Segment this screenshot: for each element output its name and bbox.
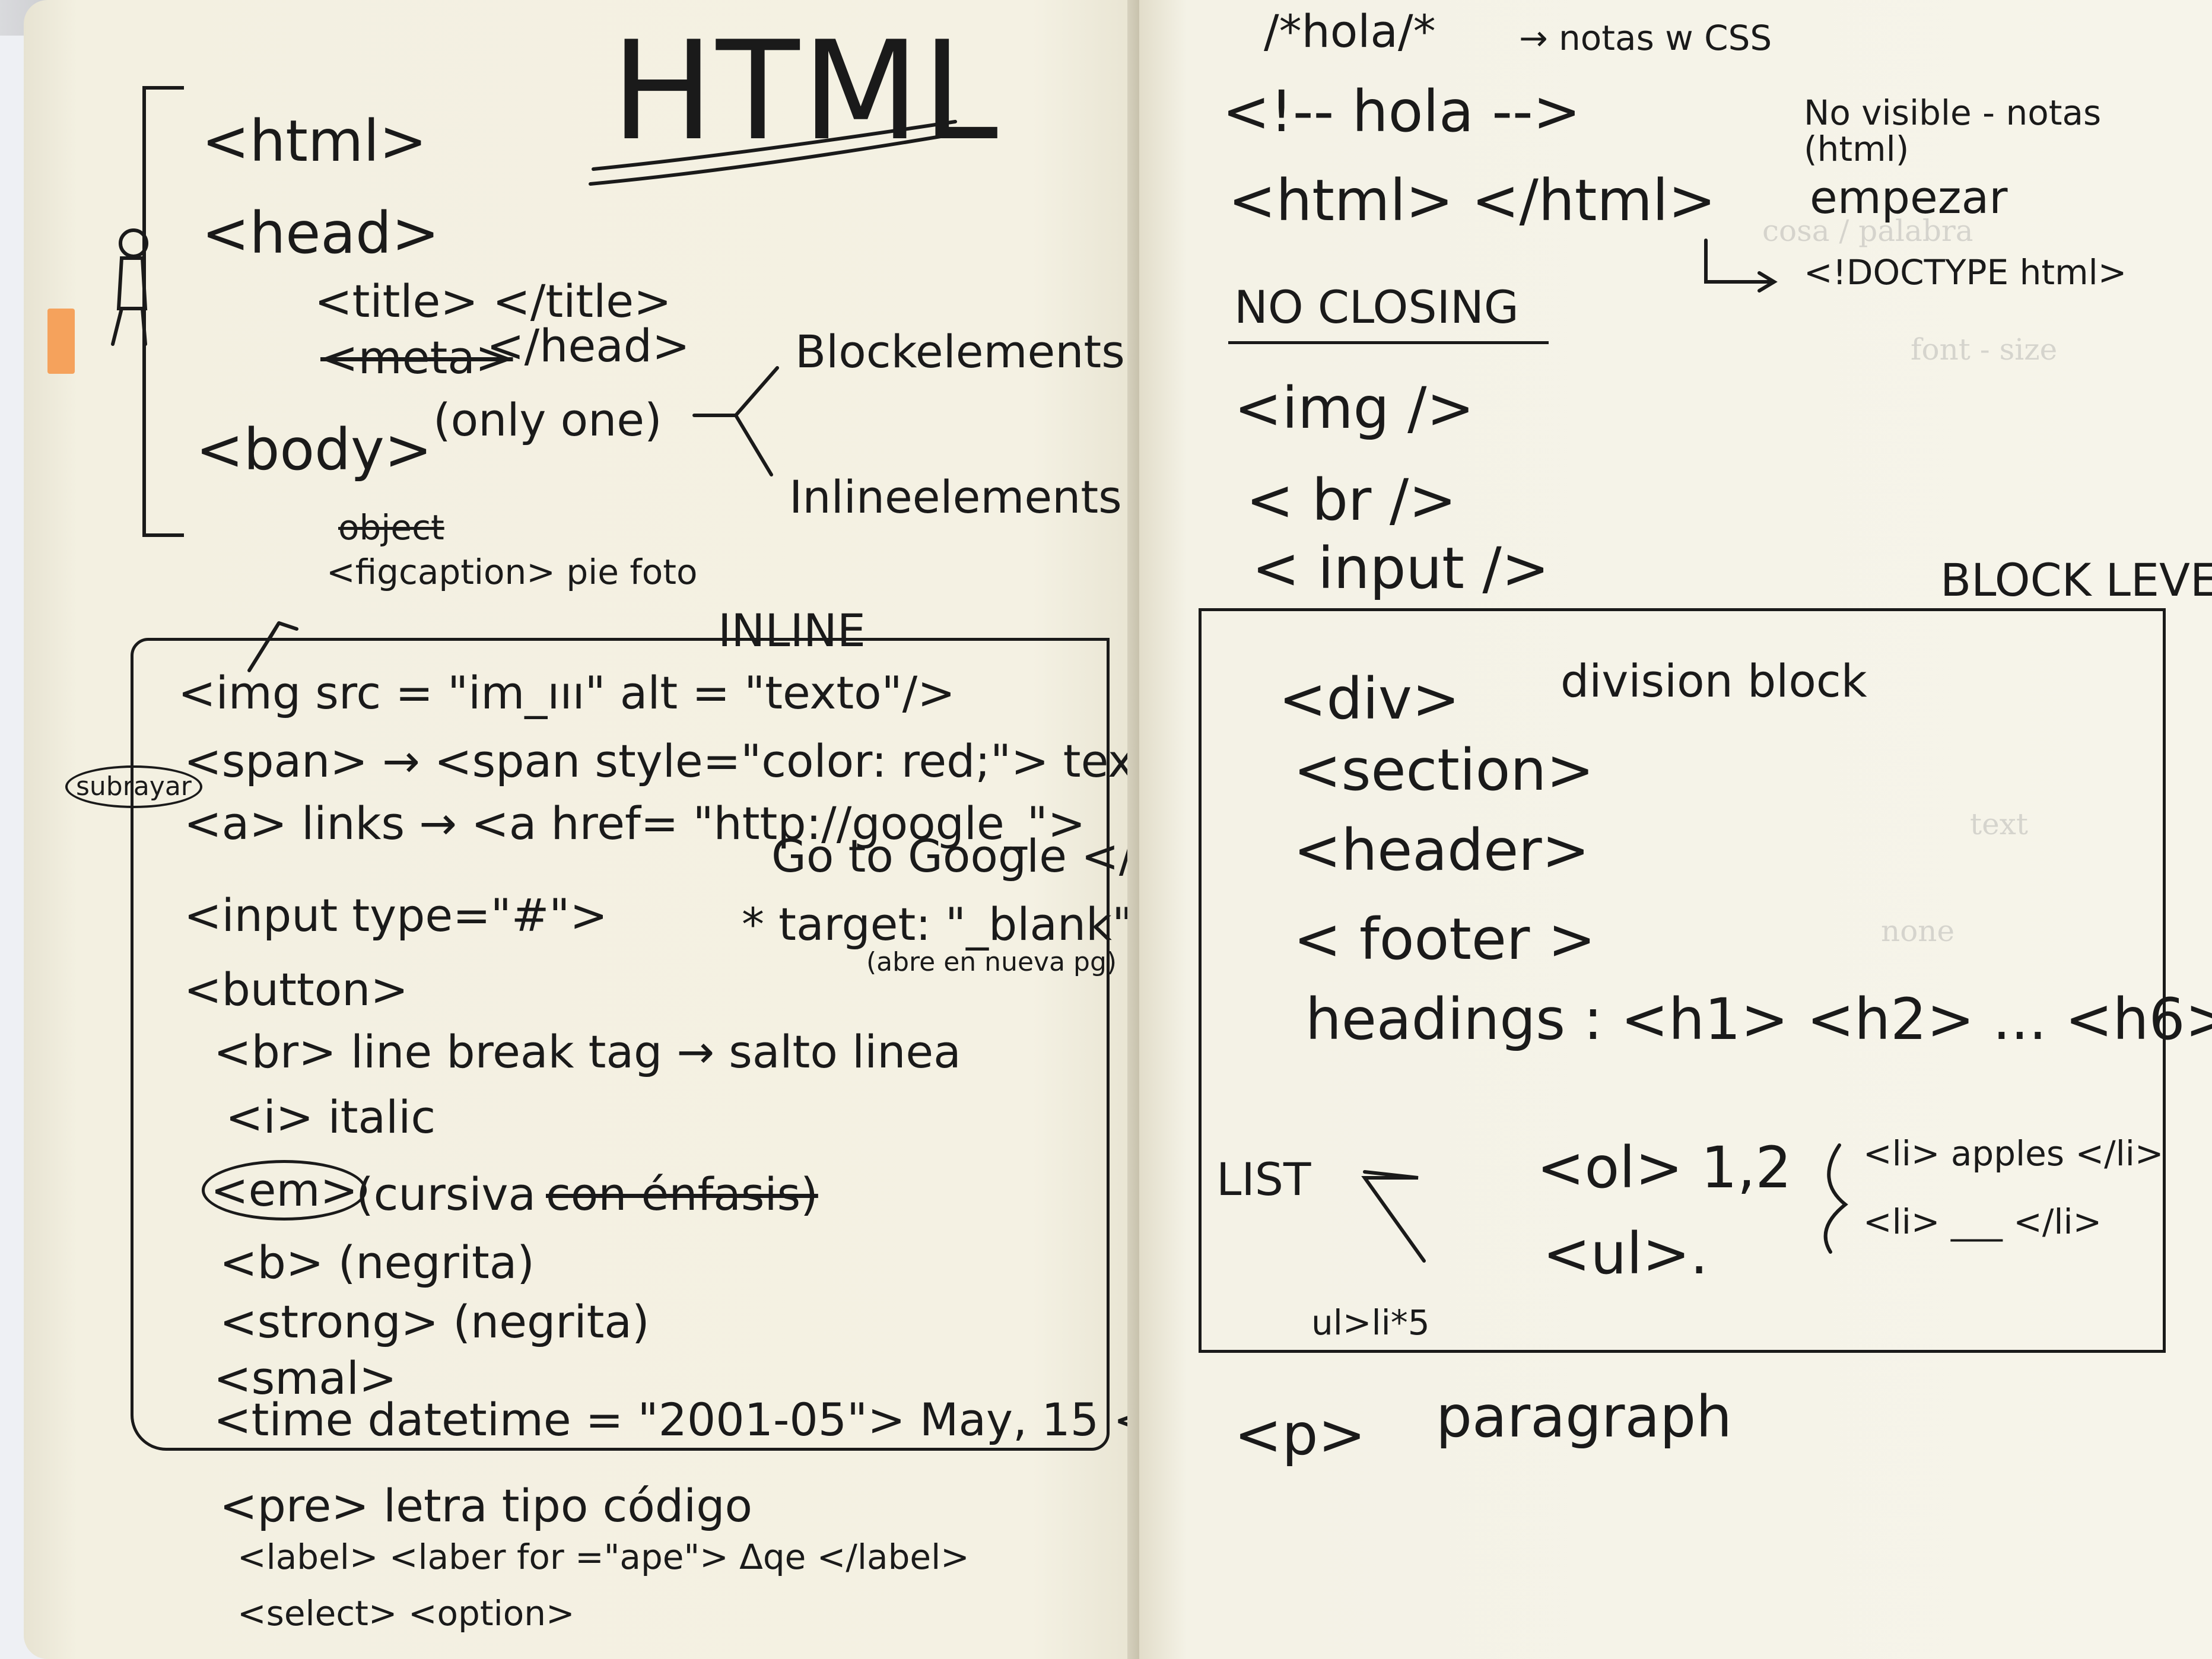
em-note-struck: con énfasis) [546, 1168, 818, 1221]
header-tag: <header> [1293, 817, 1590, 883]
ul-tag: <ul>. [1543, 1221, 1708, 1287]
skeleton-bracket-top [142, 86, 184, 90]
css-comment-note: → notas w CSS [1519, 18, 1772, 58]
block-level-box [1199, 608, 2166, 1353]
html-comment: <!-- hola --> [1222, 78, 1581, 145]
input-self-closing: < input /> [1252, 535, 1550, 602]
a-links-example: <a> links → <a href= "http://google_"> [184, 797, 1086, 850]
list-label: LIST [1216, 1153, 1311, 1206]
time-example: <time datetime = "2001-05"> May, 15 </ti… [214, 1393, 1139, 1446]
img-self-closing: <img /> [1234, 375, 1474, 441]
head-close-tag: </head> [487, 319, 690, 372]
head-tag: <head> [202, 200, 440, 266]
footer-tag: < footer > [1293, 906, 1596, 972]
notebook-right-page: cosa / palabra font - size text none /*h… [1139, 0, 2212, 1659]
branch-inline [734, 414, 773, 476]
small-tag: <smal> [214, 1352, 397, 1404]
title-underline-2 [589, 132, 960, 186]
html-tag: <html> [202, 108, 427, 174]
paragraph-note: paragraph [1436, 1384, 1733, 1450]
html-comment-note: No visible - notas (html) [1804, 93, 2102, 169]
body-tag: <body> [196, 417, 433, 483]
figcaption-arrow [247, 621, 298, 672]
meta-tag-struck: <meta> [320, 331, 513, 384]
img-example: <img src = "im_ııı" alt = "texto"/> [178, 666, 955, 719]
html-open-close: <html> </html> [1228, 167, 1716, 234]
section-tag: <section> [1293, 737, 1594, 803]
ol-tag: <ol> 1,2 [1537, 1134, 1792, 1201]
em-tag: <em> [202, 1160, 367, 1221]
object-struck: object [338, 507, 444, 548]
target-note: (abre en nueva pg) [866, 947, 1117, 977]
i-italic: <i> italic [225, 1091, 436, 1143]
sticky-note-tab [47, 309, 75, 374]
span-example: <span> → <span style="color: red;"> text… [184, 735, 1139, 787]
empezar-note: empezar [1810, 171, 2008, 224]
title-underline-1 [592, 120, 957, 171]
list-branch [1361, 1170, 1426, 1263]
input-example: <input type="#"> [184, 889, 608, 942]
subrayar-note: subrayar [65, 765, 202, 808]
inline-box-title: INLINE [718, 604, 866, 657]
em-note: (cursiva [356, 1168, 536, 1221]
button-tag: <button> [184, 963, 409, 1016]
p-tag: <p> [1234, 1401, 1366, 1468]
no-closing-underline [1228, 341, 1549, 344]
b-negrita: <b> (negrita) [220, 1236, 535, 1289]
label-note: <label> <laber for ="ape"> Δqe </label> [237, 1537, 970, 1577]
stick-figure-head [119, 228, 148, 258]
no-closing-heading: NO CLOSING [1234, 281, 1519, 333]
br-self-closing: < br /> [1246, 467, 1457, 533]
inline-elements-box [131, 638, 1110, 1451]
doctype-arrow [1704, 239, 1778, 293]
div-tag: <div> [1279, 666, 1460, 732]
stick-figure-legs [111, 307, 147, 346]
title-tag: <title> </title> [314, 275, 672, 328]
division-block-note: division block [1561, 654, 1867, 707]
emmet-abbreviation: ul>li*5 [1311, 1302, 1430, 1343]
br-line-break: <br> line break tag → salto linea [214, 1025, 961, 1078]
select-note: <select> <option> [237, 1593, 575, 1633]
block-level-heading: BLOCK LEVEL [1940, 554, 2212, 606]
pre-note: <pre> letra tipo código [220, 1479, 752, 1532]
li-apples: <li> apples </li> [1863, 1133, 2164, 1174]
inline-elements-label: Inlineelements [789, 471, 1122, 523]
figcaption-note: <figcaption> pie foto [326, 552, 698, 592]
li-blank: <li> ___ </li> [1863, 1202, 2102, 1242]
target-blank-note: * target: "_blank"> [742, 898, 1139, 951]
notebook-left-page: HTML <html> <head> <title> </title> <met… [24, 0, 1139, 1659]
ol-brace [1823, 1143, 1848, 1254]
stick-figure-body [116, 256, 148, 310]
go-to-google-text: Go to Google </a> [771, 830, 1139, 882]
headings-note: headings : <h1> <h2> ... <h6> [1305, 986, 2212, 1053]
doctype-note: <!DOCTYPE html> [1804, 252, 2127, 293]
skeleton-bracket-bottom [142, 533, 184, 537]
css-comment: /*hola/* [1264, 5, 1436, 58]
strong-negrita: <strong> (negrita) [220, 1295, 650, 1348]
branch-block [734, 366, 779, 417]
body-only-one-note: (only one) [433, 393, 662, 446]
block-elements-label: Blockelements [795, 325, 1125, 378]
